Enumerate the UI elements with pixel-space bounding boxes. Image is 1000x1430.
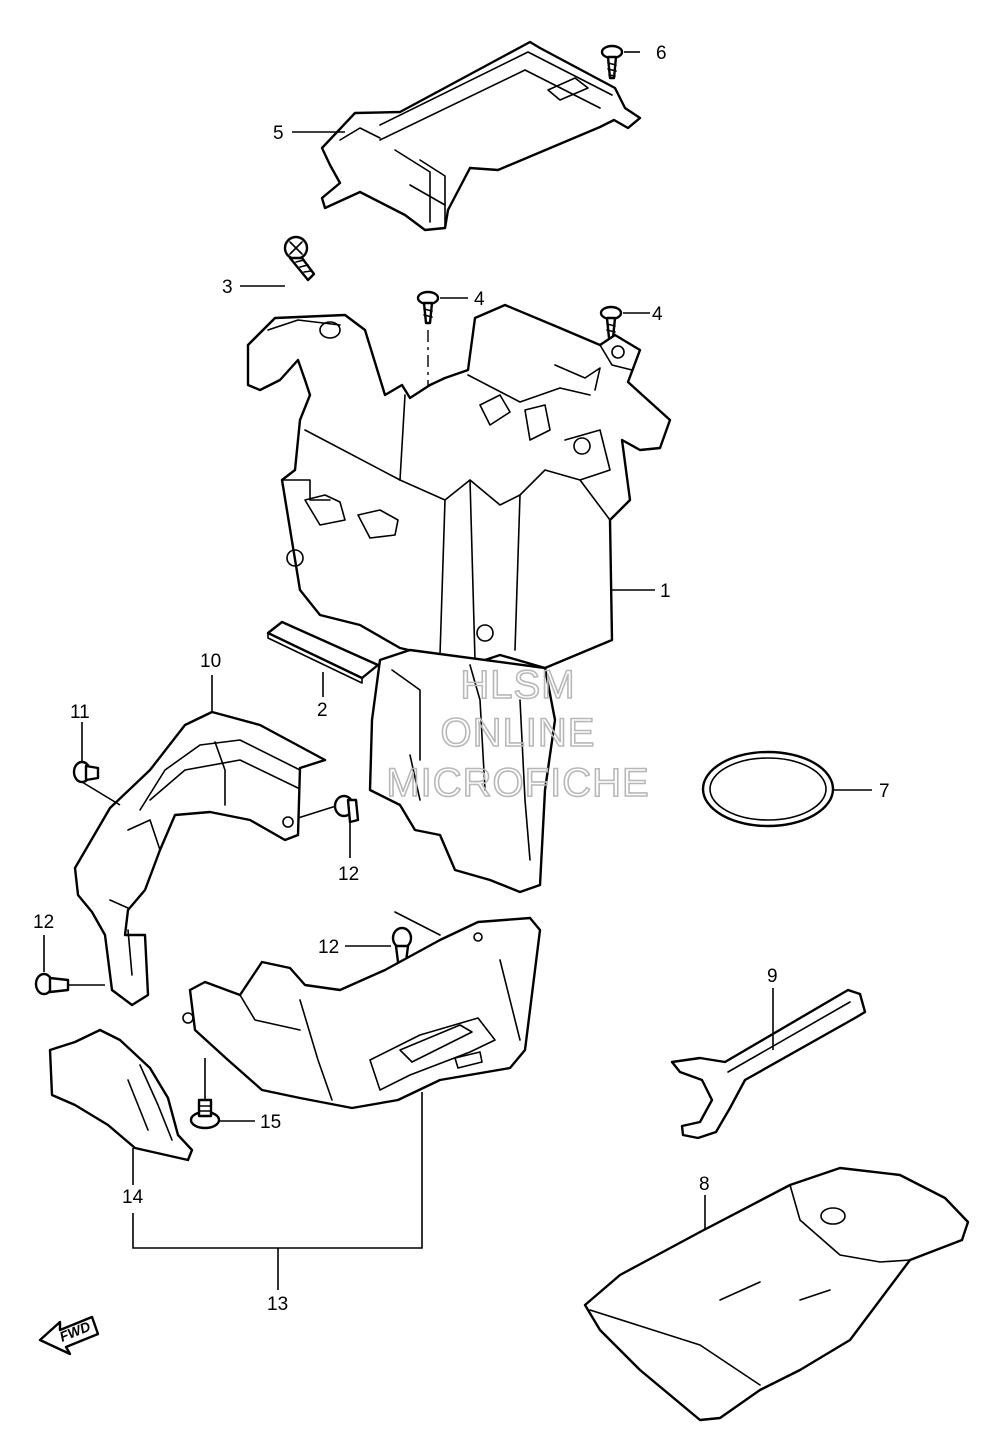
watermark-line-1: HLSM <box>460 663 575 707</box>
part-14-inner-panel <box>48 1028 194 1162</box>
fwd-direction-badge: FWD <box>38 1315 100 1356</box>
callout-7: 7 <box>879 781 890 802</box>
watermark-line-3: MICROFICHE <box>386 761 649 805</box>
part-12-clip-upper <box>333 794 360 824</box>
part-1-lower-fender <box>368 648 557 894</box>
part-11-bolt <box>72 760 100 784</box>
part-6-screw <box>600 44 624 80</box>
part-15-bolt <box>189 1098 221 1130</box>
watermark: HLSM ONLINE MICROFICHE <box>386 662 650 806</box>
callout-8: 8 <box>699 1174 710 1195</box>
callout-5: 5 <box>273 123 284 144</box>
callout-3: 3 <box>222 277 233 298</box>
callout-2: 2 <box>317 700 328 721</box>
watermark-line-2: ONLINE <box>441 711 596 755</box>
callout-12-upper: 12 <box>338 864 359 885</box>
callout-15: 15 <box>260 1112 281 1133</box>
callout-14: 14 <box>122 1187 144 1208</box>
part-4-screw-left <box>416 290 440 325</box>
part-7-o-ring <box>701 750 835 828</box>
callout-12-left: 12 <box>33 912 54 933</box>
part-1-battery-holder <box>246 303 672 672</box>
callout-4-right: 4 <box>652 304 663 325</box>
part-3-screw <box>283 235 316 282</box>
callout-9: 9 <box>767 966 778 987</box>
part-9-spanner <box>670 988 867 1140</box>
part-10-side-cover <box>73 710 327 1007</box>
part-8-tool-bag <box>583 1166 970 1422</box>
callout-6: 6 <box>656 43 667 64</box>
callout-12-middle: 12 <box>318 937 339 958</box>
part-13-lower-cover <box>182 911 542 1110</box>
callout-11: 11 <box>70 702 90 723</box>
part-2-rubber-pad <box>266 620 380 684</box>
callout-4-left: 4 <box>474 289 485 310</box>
callout-13: 13 <box>267 1294 288 1315</box>
part-12-clip-middle <box>391 926 413 964</box>
callout-numbers: 6 5 3 4 4 1 2 10 11 12 12 12 9 7 8 15 14… <box>33 43 890 1315</box>
callout-1: 1 <box>660 581 671 602</box>
part-4-screw-right <box>599 305 623 340</box>
part-12-clip-left <box>34 972 70 996</box>
leader-lines <box>43 51 872 1290</box>
part-5-frame-bracket <box>320 40 642 232</box>
callout-10: 10 <box>200 651 221 672</box>
